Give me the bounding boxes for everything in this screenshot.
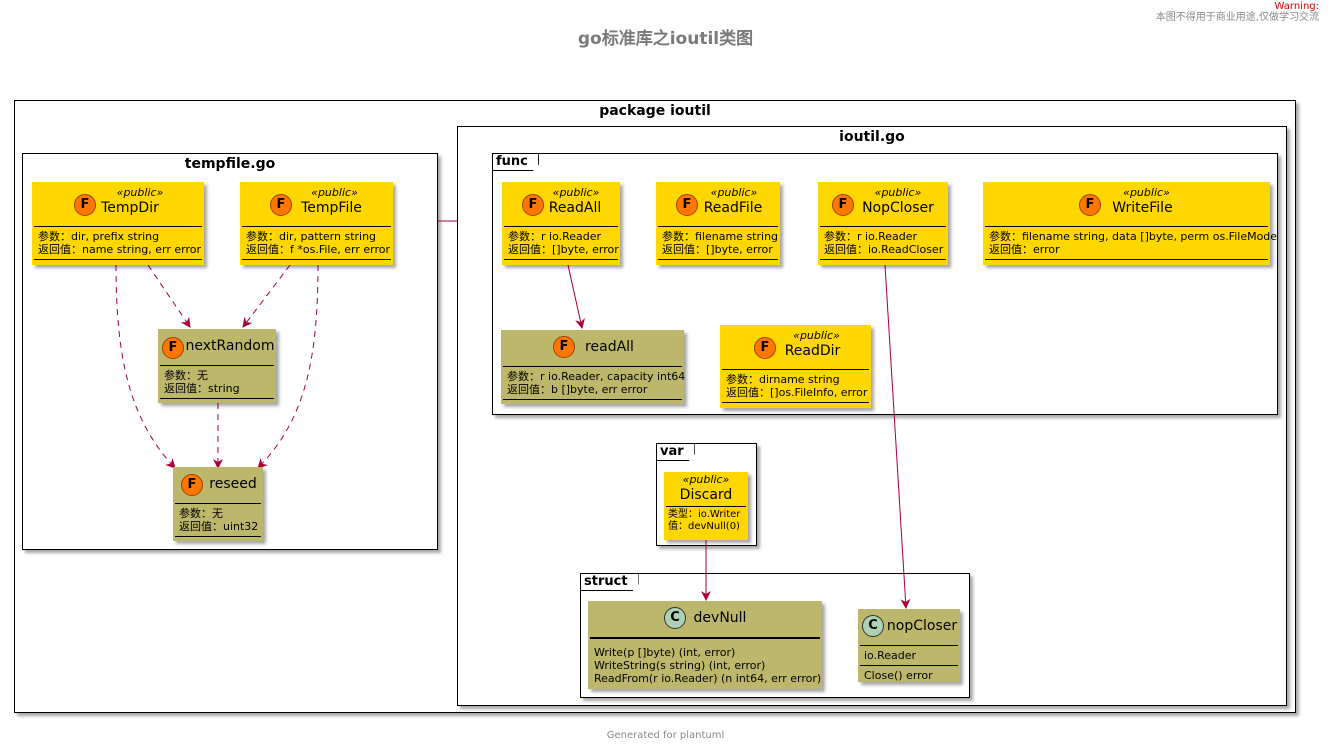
returns-text: 返回值：io.ReadCloser	[824, 243, 944, 256]
class-name: TempFile	[301, 200, 362, 216]
params-text: 参数：dirname string	[726, 373, 840, 386]
params-text: 参数：无	[179, 507, 223, 520]
class-name: nopCloser	[886, 618, 958, 634]
func-readfile: F «public» ReadFile 参数：filename string 返…	[656, 182, 780, 265]
params-text: 参数：filename string, data []byte, perm os…	[989, 230, 1278, 243]
edge-tempdir-nextrandom	[147, 264, 191, 328]
class-icon: C	[664, 607, 686, 629]
class-icon: C	[862, 615, 884, 637]
class-name: readAll	[585, 339, 634, 355]
func-readall-private: F readAll 参数：r io.Reader, capacity int64…	[501, 330, 686, 404]
returns-text: 返回值：[]byte, error	[662, 243, 773, 256]
method-readfrom: ReadFrom(r io.Reader) (n int64, err erro…	[594, 672, 822, 685]
returns-text: 返回值：name string, err error	[38, 243, 202, 256]
edge-readall-readall	[567, 264, 585, 329]
function-icon: F	[676, 194, 698, 216]
class-name: nextRandom	[185, 338, 275, 354]
method-write: Write(p []byte) (int, error)	[594, 646, 736, 659]
function-icon: F	[181, 474, 203, 496]
class-name: devNull	[693, 610, 747, 626]
func-readall-public: F «public» ReadAll 参数：r io.Reader 返回值：[]…	[502, 182, 620, 265]
var-tab: var	[657, 444, 695, 461]
ioutil-go-label: ioutil.go	[839, 129, 905, 145]
class-name: WriteFile	[1112, 200, 1173, 216]
function-icon: F	[1079, 194, 1101, 216]
returns-text: 返回值：uint32	[179, 520, 259, 533]
stereotype: «public»	[311, 186, 358, 199]
edge-tempdir-reseed	[115, 264, 176, 469]
function-icon: F	[522, 194, 544, 216]
params-text: 参数：filename string	[662, 230, 779, 243]
func-writefile: F «public» WriteFile 参数：filename string,…	[983, 182, 1278, 265]
function-icon: F	[832, 194, 854, 216]
function-icon: F	[162, 337, 184, 359]
params-text: 参数：无	[164, 369, 208, 382]
func-tab: func	[493, 154, 539, 171]
stereotype: «public»	[552, 186, 600, 199]
returns-text: 返回值：[]byte, error	[508, 243, 619, 256]
params-text: 参数：dir, prefix string	[38, 230, 160, 243]
func-nopcloser-public: F «public» NopCloser 参数：r io.Reader 返回值：…	[818, 182, 948, 265]
stereotype: «public»	[793, 329, 840, 342]
method-writestring: WriteString(s string) (int, error)	[594, 659, 766, 672]
returns-text: 返回值：[]os.FileInfo, error	[726, 386, 868, 399]
returns-text: 返回值：error	[989, 243, 1060, 256]
function-icon: F	[74, 194, 96, 216]
params-text: 参数：dir, pattern string	[246, 230, 377, 243]
func-readdir: F «public» ReadDir 参数：dirname string 返回值…	[720, 325, 871, 408]
var-discard: «public» Discard 类型：io.Writer 值：devNull(…	[664, 472, 748, 540]
warning-label: Warning:	[1274, 1, 1319, 12]
stereotype: «public»	[1123, 186, 1170, 199]
class-name: Discard	[679, 487, 733, 503]
edge-tempfile-reseed	[257, 264, 319, 469]
stereotype: «public»	[710, 186, 758, 199]
params-text: 参数：r io.Reader	[824, 230, 918, 243]
function-icon: F	[270, 194, 292, 216]
function-icon: F	[754, 337, 776, 359]
function-icon: F	[553, 336, 575, 358]
class-name: ReadDir	[784, 343, 841, 359]
warning-text: 本图不得用于商业用途,仅做学习交流	[1155, 12, 1319, 23]
tempfile-go-label: tempfile.go	[184, 156, 276, 172]
warning-note: Warning: 本图不得用于商业用途,仅做学习交流	[1156, 1, 1319, 23]
class-name: ReadFile	[703, 200, 763, 216]
type-text: 类型：io.Writer	[668, 509, 741, 520]
params-text: 参数：r io.Reader	[508, 230, 602, 243]
stereotype: «public»	[874, 186, 922, 199]
value-text: 值：devNull(0)	[668, 521, 740, 532]
diagram-title: go标准库之ioutil类图	[577, 29, 754, 49]
func-tempdir: F «public» TempDir 参数：dir, prefix string…	[32, 182, 204, 265]
func-reseed: F reseed 参数：无 返回值：uint32	[173, 467, 263, 541]
stereotype: «public»	[682, 473, 730, 486]
stereotype: «public»	[116, 186, 164, 199]
class-name: reseed	[209, 476, 257, 492]
returns-text: 返回值：b []byte, err error	[507, 383, 648, 396]
package-label: package ioutil	[599, 103, 711, 119]
class-name: TempDir	[101, 200, 159, 216]
struct-tab: struct	[581, 574, 639, 591]
struct-devnull: C devNull Write(p []byte) (int, error) W…	[588, 601, 822, 689]
method-close: Close() error	[864, 669, 933, 682]
footer-text: Generated for plantuml	[606, 730, 725, 741]
class-name: ReadAll	[548, 200, 602, 216]
edge-tempfile-nextrandom	[242, 264, 291, 328]
field-reader: io.Reader	[864, 649, 917, 662]
func-nextrandom: F nextRandom 参数：无 返回值：string	[158, 329, 276, 403]
returns-text: 返回值：f *os.File, err error	[246, 243, 390, 256]
edge-nopcloser-nopcloser	[884, 264, 911, 609]
returns-text: 返回值：string	[164, 382, 240, 395]
func-tempfile: F «public» TempFile 参数：dir, pattern stri…	[240, 182, 393, 265]
params-text: 参数：r io.Reader, capacity int64	[507, 370, 686, 383]
class-name: NopCloser	[862, 200, 934, 216]
struct-nopcloser: C nopCloser io.Reader Close() error	[858, 609, 960, 682]
